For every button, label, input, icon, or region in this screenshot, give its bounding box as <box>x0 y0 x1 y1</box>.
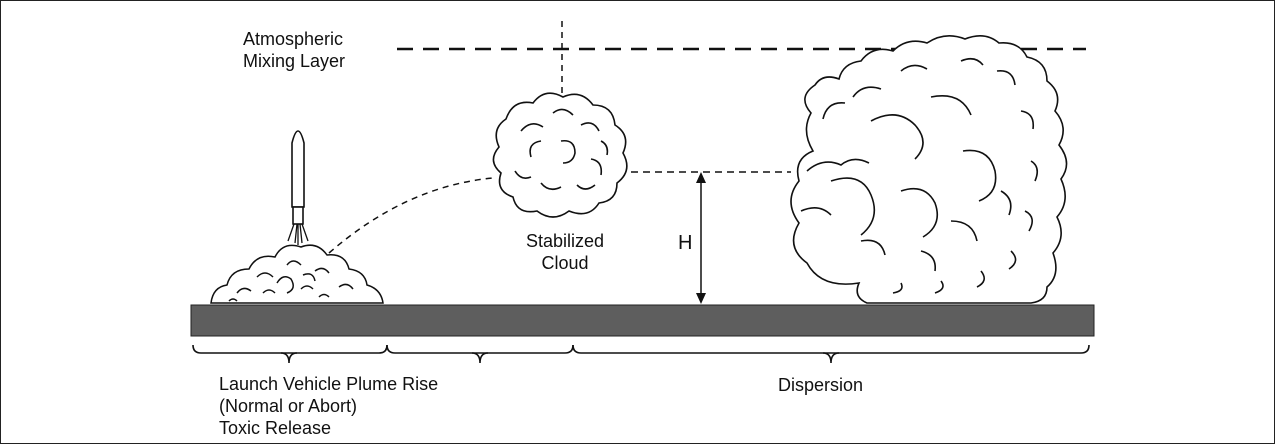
ground-strip <box>190 304 1095 337</box>
plume-rise-label-line1: Launch Vehicle Plume Rise <box>219 374 439 394</box>
rocket-icon <box>287 130 309 245</box>
brace-plume-rise <box>192 344 388 364</box>
brace-stabilization <box>386 344 574 364</box>
plume-rise-label-line2: (Normal or Abort) <box>219 396 358 416</box>
height-label: H <box>678 232 693 254</box>
stabilized-cloud-label-line1: Stabilized <box>525 231 605 251</box>
launch-plume-cloud <box>210 244 384 304</box>
stabilized-cloud-label: Stabilized Cloud <box>509 230 621 274</box>
height-arrow <box>696 172 706 304</box>
plume-rise-label: Launch Vehicle Plume Rise (Normal or Abo… <box>219 373 438 439</box>
mixing-layer-label-line2: Mixing Layer <box>243 51 346 71</box>
plume-rise-label-line3: Toxic Release <box>219 418 332 438</box>
brace-dispersion <box>572 344 1090 364</box>
dispersion-label: Dispersion <box>778 375 864 395</box>
stabilized-cloud-label-line2: Cloud <box>541 253 589 273</box>
plume-trajectory <box>328 177 494 254</box>
stabilized-cloud <box>492 92 628 218</box>
mixing-layer-label-line1: Atmospheric <box>243 29 344 49</box>
dispersed-cloud <box>790 35 1068 304</box>
mixing-layer-label: Atmospheric Mixing Layer <box>243 28 345 72</box>
